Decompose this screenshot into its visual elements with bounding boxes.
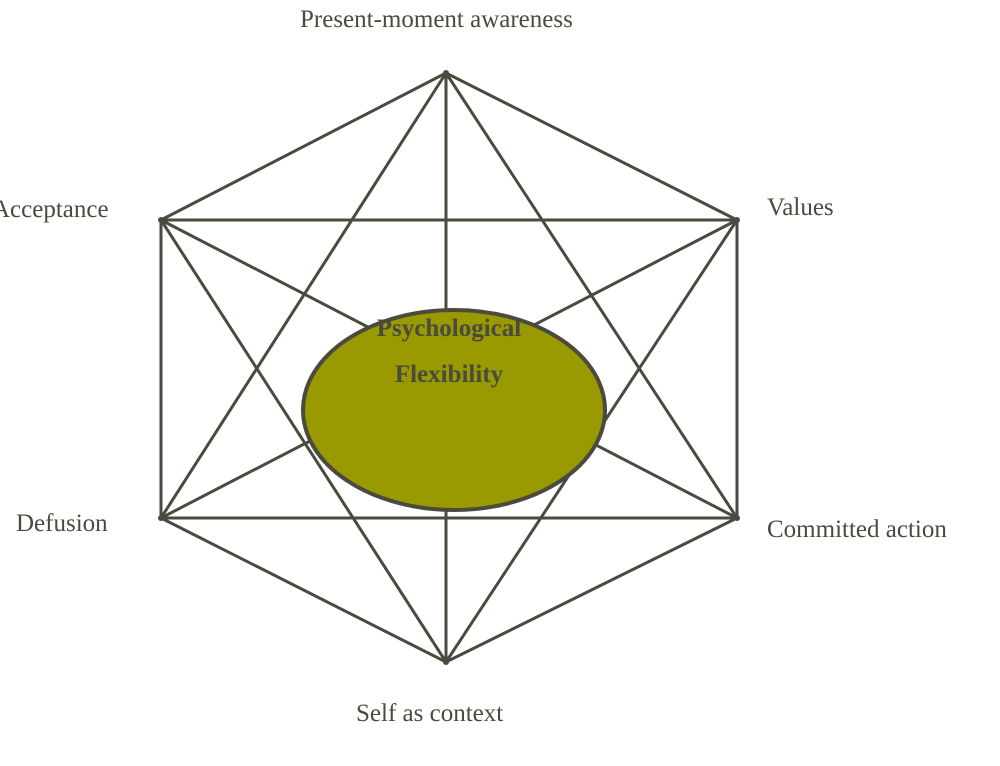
- edge-lower-right-bottom: [445, 516, 738, 664]
- edge-top-upper-left: [160, 71, 447, 222]
- center-label: Psychological Flexibility: [334, 306, 564, 398]
- node-label-self-as-context: Self as context: [356, 700, 504, 727]
- connection-lines: [158, 70, 740, 665]
- node-label-acceptance: Acceptance: [0, 196, 109, 223]
- edge-bottom-upper-left: [159, 219, 448, 663]
- node-label-present-moment-awareness: Present-moment awareness: [300, 6, 573, 33]
- center-label-line2: Flexibility: [394, 361, 504, 388]
- vertex-upper-right: [734, 217, 740, 223]
- edge-top-upper-right: [445, 71, 738, 222]
- node-label-committed-action: Committed action: [767, 516, 947, 543]
- vertex-bottom: [443, 659, 449, 665]
- edge-bottom-lower-left: [160, 516, 447, 664]
- edge-top-lower-left: [159, 72, 448, 519]
- center-label-line1: Psychological: [376, 315, 522, 342]
- vertex-lower-left: [158, 515, 164, 521]
- vertex-top: [443, 70, 449, 76]
- node-label-defusion: Defusion: [16, 510, 108, 537]
- node-label-values: Values: [767, 194, 834, 221]
- vertex-upper-left: [158, 217, 164, 223]
- vertex-lower-right: [734, 515, 740, 521]
- center-ellipse: [301, 308, 607, 512]
